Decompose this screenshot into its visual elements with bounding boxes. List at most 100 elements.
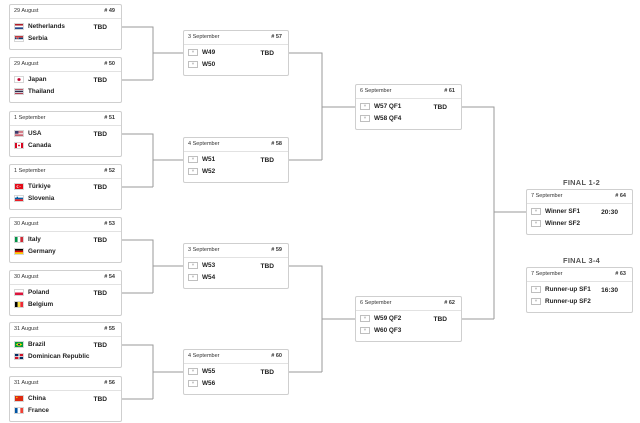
team-row: Netherlands (14, 21, 65, 31)
divider (184, 44, 288, 45)
team-row: W58 QF4 (360, 113, 401, 123)
flag-bel-icon (14, 300, 24, 308)
team-row: Runner-up SF2 (531, 296, 591, 306)
divider (10, 231, 121, 232)
match-card-m60[interactable]: 4 September# 60W55W56TBD (183, 349, 289, 395)
match-number: # 61 (444, 88, 455, 94)
team-name: Canada (28, 141, 52, 149)
team-name: Serbia (28, 34, 48, 42)
match-date: 1 September (14, 115, 46, 121)
match-card-m63[interactable]: 7 September# 63Runner-up SF1Runner-up SF… (526, 267, 633, 313)
team-name: Belgium (28, 300, 54, 308)
match-score: 20:30 (601, 209, 618, 216)
match-number: # 55 (104, 326, 115, 332)
match-number: # 62 (444, 300, 455, 306)
divider (184, 257, 288, 258)
match-card-m59[interactable]: 3 September# 59W53W54TBD (183, 243, 289, 289)
flag-jpn-icon (14, 75, 24, 83)
team-name: W49 (202, 48, 216, 56)
match-card-m58[interactable]: 4 September# 58W51W52TBD (183, 137, 289, 183)
match-number: # 53 (104, 221, 115, 227)
team-row: Winner SF2 (531, 218, 580, 228)
divider (356, 310, 461, 311)
team-name: Dominican Republic (28, 352, 90, 360)
connector-line (122, 344, 183, 400)
flag-deu-icon (14, 247, 24, 255)
flag-srb-icon (14, 34, 24, 42)
divider (10, 125, 121, 126)
match-date: 3 September (188, 34, 220, 40)
team-name: Winner SF1 (545, 207, 581, 215)
match-number: # 56 (104, 380, 115, 386)
title-final34: FINAL 3-4 (563, 256, 601, 265)
placeholder-shield-icon (531, 297, 541, 305)
match-score: TBD (93, 184, 107, 191)
team-row: Türkiye (14, 181, 51, 191)
team-name: Türkiye (28, 182, 51, 190)
match-score: TBD (93, 24, 107, 31)
flag-tur-icon (14, 182, 24, 190)
match-score: TBD (260, 50, 274, 57)
team-row: China (14, 393, 46, 403)
match-score: TBD (433, 316, 447, 323)
match-card-m57[interactable]: 3 September# 57W49W50TBD (183, 30, 289, 76)
flag-usa-icon (14, 129, 24, 137)
team-name: Runner-up SF1 (545, 285, 591, 293)
team-row: Runner-up SF1 (531, 284, 591, 294)
team-row: Slovenia (14, 193, 54, 203)
match-date: 4 September (188, 141, 220, 147)
match-number: # 49 (104, 8, 115, 14)
divider (184, 363, 288, 364)
match-number: # 58 (271, 141, 282, 147)
team-name: China (28, 394, 46, 402)
placeholder-shield-icon (188, 48, 198, 56)
placeholder-shield-icon (531, 207, 541, 215)
match-score: TBD (433, 104, 447, 111)
placeholder-shield-icon (188, 167, 198, 175)
divider (527, 203, 632, 204)
divider (10, 284, 121, 285)
team-name: W57 QF1 (374, 102, 402, 110)
team-name: W53 (202, 261, 216, 269)
team-row: W60 QF3 (360, 325, 401, 335)
match-date: 3 September (188, 247, 220, 253)
flag-dom-icon (14, 352, 24, 360)
connector-line (462, 106, 526, 320)
team-row: W53 (188, 260, 215, 270)
match-number: # 59 (271, 247, 282, 253)
match-score: TBD (260, 157, 274, 164)
team-name: W58 QF4 (374, 114, 402, 122)
flag-can-icon (14, 141, 24, 149)
placeholder-shield-icon (360, 102, 370, 110)
team-row: W51 (188, 154, 215, 164)
team-row: W59 QF2 (360, 313, 401, 323)
match-date: 6 September (360, 300, 392, 306)
flag-ita-icon (14, 235, 24, 243)
team-row: Thailand (14, 86, 54, 96)
match-score: TBD (260, 369, 274, 376)
team-name: W60 QF3 (374, 326, 402, 334)
divider (184, 151, 288, 152)
match-number: # 63 (615, 271, 626, 277)
match-date: 31 August (14, 380, 39, 386)
connector-line (122, 26, 183, 81)
team-row: W55 (188, 366, 215, 376)
team-name: Brazil (28, 340, 46, 348)
team-row: Germany (14, 246, 56, 256)
team-row: Canada (14, 140, 51, 150)
match-number: # 50 (104, 61, 115, 67)
team-name: W55 (202, 367, 216, 375)
match-card-m62[interactable]: 6 September # 62 W59 QF2W60 QF3 TBD (355, 296, 462, 342)
team-name: Runner-up SF2 (545, 297, 591, 305)
